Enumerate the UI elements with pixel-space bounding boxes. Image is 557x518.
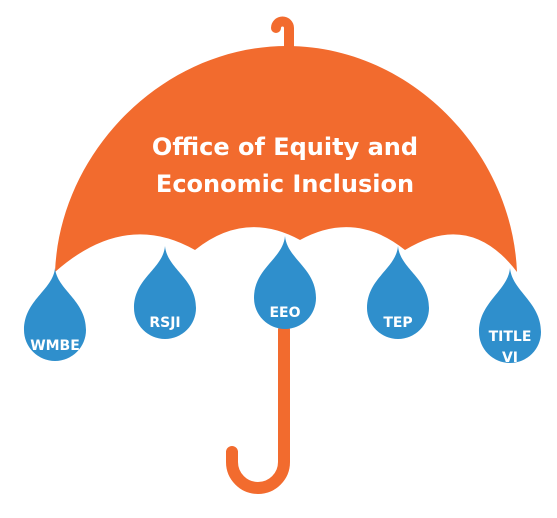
drop-tep: TEP [367, 246, 429, 339]
raindrop-icon [134, 246, 196, 339]
drop-eeo: EEO [254, 236, 316, 329]
drop-label-tep: TEP [383, 315, 412, 331]
drop-title-vi: TITLE VI [479, 268, 541, 366]
umbrella-canopy [55, 46, 517, 272]
umbrella-handle [226, 324, 290, 494]
raindrop-icon [479, 268, 541, 363]
canopy-title-line2: Economic Inclusion [156, 170, 414, 198]
drop-label-title-vi-line2: VI [502, 350, 518, 366]
umbrella-tip [271, 16, 294, 57]
drop-label-rsji: RSJI [149, 315, 180, 331]
raindrop-icon [24, 268, 86, 361]
raindrop-icon [367, 246, 429, 339]
drop-label-wmbe: WMBE [30, 338, 80, 354]
canopy-title-line1: Office of Equity and [152, 133, 418, 161]
drop-label-eeo: EEO [269, 305, 300, 321]
drop-label-title-vi-line1: TITLE [489, 329, 532, 345]
drop-wmbe: WMBE [24, 268, 86, 361]
drop-rsji: RSJI [134, 246, 196, 339]
raindrop-icon [254, 236, 316, 329]
